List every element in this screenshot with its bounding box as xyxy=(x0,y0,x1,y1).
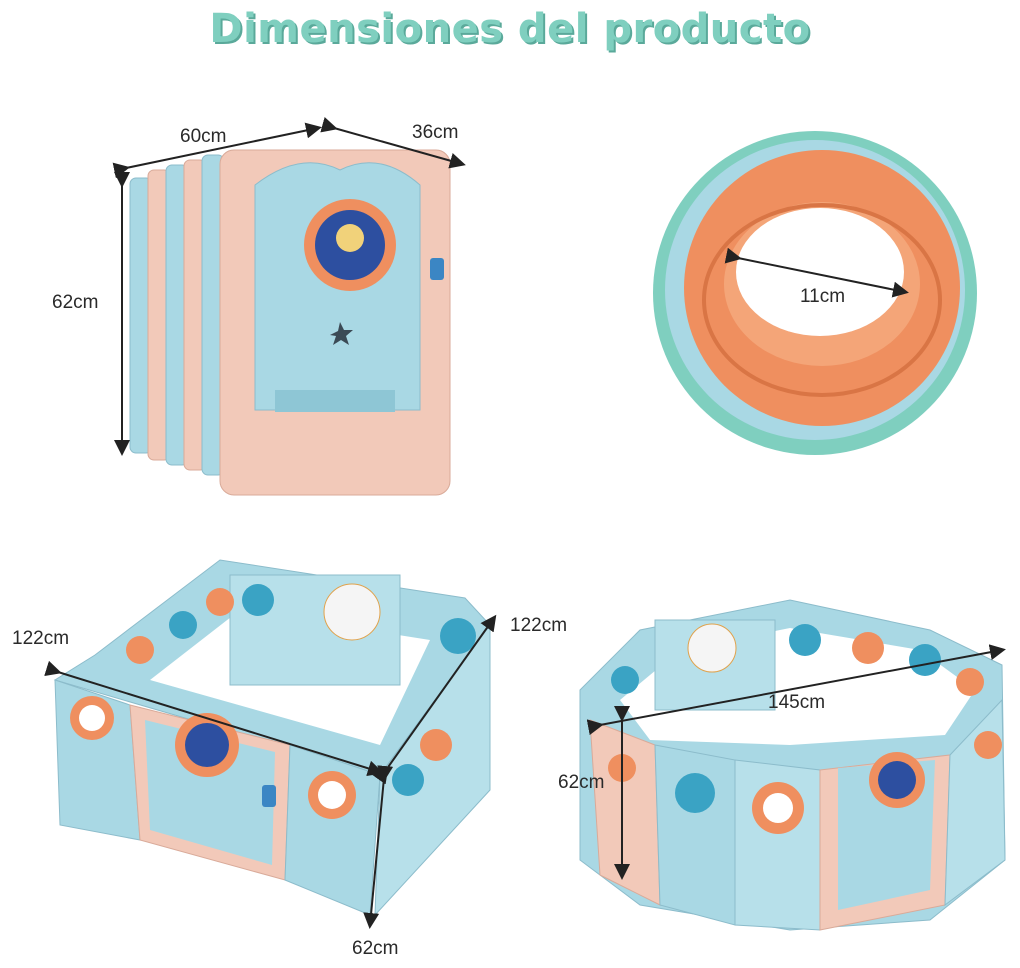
square-playpen-image xyxy=(53,559,491,917)
square-height-label: 62cm xyxy=(352,938,399,959)
octagon-diameter-label: 145cm xyxy=(768,692,826,713)
octagon-playpen-image xyxy=(579,599,1006,931)
square-right-side-label: 122cm xyxy=(510,615,568,636)
folded-playpen-image xyxy=(129,149,451,496)
octagon-height-label: 62cm xyxy=(558,772,605,793)
square-left-side-label: 122cm xyxy=(12,628,70,649)
folded-depth-label: 36cm xyxy=(412,122,459,143)
folded-width-label: 60cm xyxy=(180,126,227,147)
page-title: Dimensiones del producto xyxy=(209,6,811,52)
ring-diameter-label: 11cm xyxy=(800,286,846,307)
folded-height-label: 62cm xyxy=(52,292,99,313)
